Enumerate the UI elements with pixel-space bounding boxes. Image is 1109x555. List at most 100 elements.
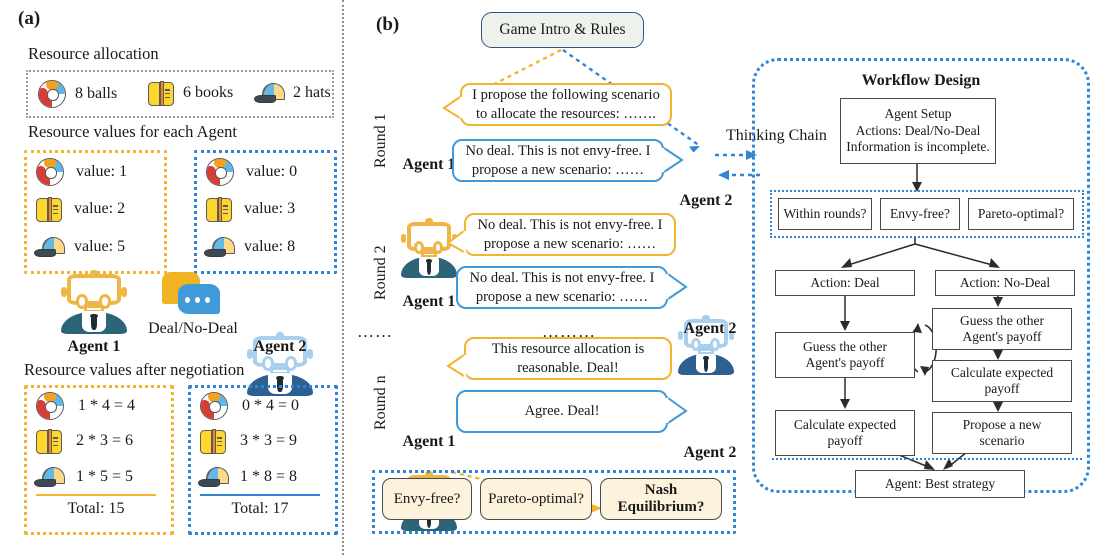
criteria-envy-free[interactable]: Envy-free? [382, 478, 472, 520]
agent-setup-box: Agent Setup Actions: Deal/No-Deal Inform… [840, 98, 996, 164]
setup-line-2: Actions: Deal/No-Deal [855, 122, 981, 138]
round2-agent1-bubble: No deal. This is not envy-free. I propos… [464, 213, 676, 256]
book-icon [36, 428, 62, 455]
allocation-item-label: 6 books [183, 84, 234, 101]
resource-values-title: Resource values for each Agent [28, 122, 237, 141]
value-label: value: 0 [246, 163, 298, 180]
agent2-value-hat: value: 8 [204, 236, 295, 258]
value-label: value: 2 [74, 200, 126, 217]
allocation-item-balls: 8 balls [38, 80, 117, 108]
right-guess-line-1: Guess the other [960, 312, 1044, 328]
cap-icon [254, 82, 286, 104]
check-within-rounds [778, 198, 872, 230]
left-calc-payoff-box: Calculate expected payoff [775, 410, 915, 456]
agent2-value-ball: value: 0 [206, 158, 297, 186]
beach-ball-icon [36, 158, 64, 186]
allocation-item-label: 8 balls [75, 85, 118, 102]
check-within-rounds-label: Within rounds? [783, 206, 867, 221]
book-icon [36, 196, 62, 223]
agent2-total: Total: 17 [231, 500, 289, 517]
agent1-total-rule [36, 494, 156, 496]
after-label: 1 * 5 = 5 [76, 468, 134, 485]
right-guess-payoff-box: Guess the other Agent's payoff [932, 308, 1072, 350]
round1-agent1-bubble: I propose the following scenario to allo… [460, 83, 672, 126]
criteria-pareto-optimal[interactable]: Pareto-optimal? [480, 478, 592, 520]
agent2-avatar [244, 332, 316, 396]
check-pareto-optimal [968, 198, 1074, 230]
agent1-after-box [24, 385, 174, 535]
after-label: 2 * 3 = 6 [76, 432, 134, 449]
check-envy-free [880, 198, 960, 230]
checks-group [770, 190, 1084, 238]
check-envy-free-label: Envy-free? [890, 206, 950, 221]
round2-agent2-bubble: No deal. This is not envy-free. I propos… [456, 266, 668, 309]
book-icon [206, 196, 232, 223]
agent2-name-a: Agent 2 [253, 338, 307, 355]
agent2-value-book: value: 3 [206, 196, 296, 223]
action-no-deal-box: Action: No-Deal [935, 270, 1075, 296]
round1-agent1-name: Agent 1 [402, 156, 456, 173]
after-label: 1 * 8 = 8 [240, 468, 298, 485]
cap-icon [34, 236, 66, 258]
check-pareto-optimal-label: Pareto-optimal? [977, 206, 1065, 221]
value-label: value: 5 [74, 238, 126, 255]
thinking-chain-label: Thinking Chain [726, 127, 827, 144]
agent1-after-hat: 1 * 5 = 5 [34, 466, 133, 488]
beach-ball-icon [200, 392, 228, 420]
agent2-values-box [194, 150, 337, 274]
agent2-after-hat: 1 * 8 = 8 [198, 466, 297, 488]
round2-agent1-name: Agent 1 [402, 293, 456, 310]
value-label: value: 8 [244, 238, 296, 255]
book-icon [200, 428, 226, 455]
cap-icon [198, 466, 230, 488]
left-guess-line-2: Agent's payoff [805, 355, 885, 370]
after-label: 0 * 4 = 0 [242, 397, 300, 414]
workflow-inner-separator [772, 458, 1082, 460]
agent1-after-ball: 1 * 4 = 4 [36, 392, 135, 420]
value-label: value: 1 [76, 163, 128, 180]
deal-chat-icon [160, 272, 224, 318]
round1-agent1-avatar [399, 218, 459, 278]
criteria-nash-equilibrium[interactable]: Nash Equilibrium? [600, 478, 722, 520]
game-intro-box[interactable]: Game Intro & Rules [481, 12, 644, 48]
cap-icon [34, 466, 66, 488]
agent2-after-book: 3 * 3 = 9 [200, 428, 297, 455]
cap-icon [204, 236, 236, 258]
allocation-item-hats: 2 hats [254, 82, 331, 104]
workflow-title: Workflow Design [861, 72, 981, 89]
allocation-item-label: 2 hats [293, 84, 331, 101]
panel-divider [342, 0, 344, 555]
roundn-agent2-bubble: Agree. Deal! [456, 390, 668, 433]
value-label: value: 3 [244, 200, 296, 217]
agent1-avatar [58, 270, 130, 334]
agent1-after-book: 2 * 3 = 6 [36, 428, 134, 455]
beach-ball-icon [38, 80, 66, 108]
round2-agent2-name: Agent 2 [683, 320, 737, 337]
left-guess-payoff-box: Guess the other Agent's payoff [775, 332, 915, 378]
agent1-value-book: value: 2 [36, 196, 126, 223]
after-label: 1 * 4 = 4 [78, 397, 136, 414]
rounds-ellipsis-mid: ……… [542, 322, 596, 341]
right-propose-box: Propose a new scenario [932, 412, 1072, 454]
right-propose-line-2: scenario [979, 433, 1025, 448]
agent1-name-a: Agent 1 [67, 338, 121, 355]
best-strategy-box: Agent: Best strategy [855, 470, 1025, 498]
setup-line-1: Agent Setup [884, 106, 952, 122]
right-calc-payoff-box: Calculate expected payoff [932, 360, 1072, 402]
round1-agent2-name: Agent 2 [679, 192, 733, 209]
right-calc-line-1: Calculate expected [950, 364, 1054, 380]
left-calc-line-2: payoff [827, 433, 863, 448]
agent1-total: Total: 15 [67, 500, 125, 517]
beach-ball-icon [36, 392, 64, 420]
right-propose-line-1: Propose a new [962, 416, 1042, 432]
left-guess-line-1: Guess the other [803, 338, 887, 354]
panel-a-label: (a) [18, 8, 41, 29]
criteria-container [372, 470, 736, 534]
roundn-agent1-bubble: This resource allocation is reasonable. … [464, 337, 672, 380]
